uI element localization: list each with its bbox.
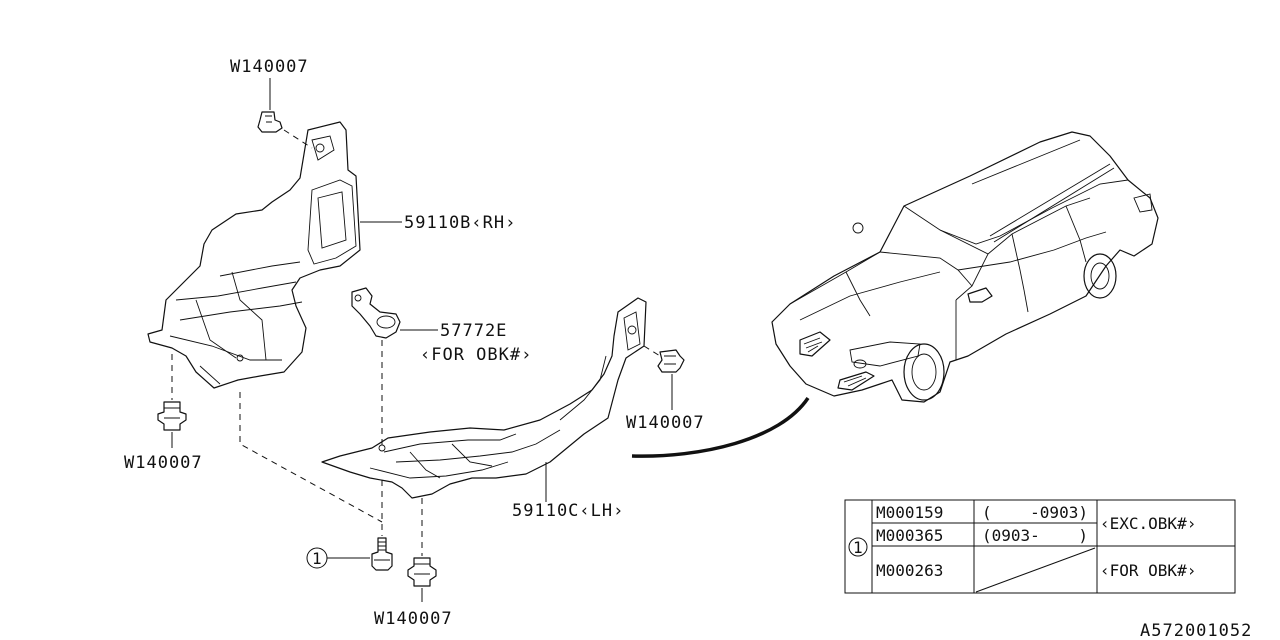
label-for-obk: ‹FOR OBK#› (420, 345, 532, 365)
push-clip-icon (157, 401, 187, 431)
table-ref-marker (848, 537, 868, 557)
label-57772e: 57772E (440, 321, 507, 341)
label-w140007-rh-bottom: W140007 (124, 453, 203, 473)
under-cover-rh (147, 121, 361, 389)
table-date-2: (0903- ) (982, 526, 1088, 545)
table-note-1: ‹EXC.OBK#› (1100, 514, 1196, 533)
push-clip-icon (407, 557, 437, 587)
reference-table: 1 M000159 ( -0903) M000365 (0903- ) M000… (844, 499, 1236, 594)
table-part-2: M000365 (876, 526, 943, 545)
label-w140007-lh-bottom: W140007 (374, 609, 453, 629)
grommet-icon (351, 287, 401, 339)
dashed-guide (283, 129, 313, 149)
vehicle-locator-icon (771, 131, 1159, 403)
label-59110c-lh: 59110C‹LH› (512, 501, 624, 521)
diagram-id: A572001052 (1140, 621, 1252, 640)
ref-marker-number: 1 (312, 549, 322, 568)
push-clip-icon (657, 349, 685, 373)
table-part-1: M000159 (876, 503, 943, 522)
bolt-icon (371, 537, 393, 571)
table-ref-number: 1 (853, 538, 863, 557)
push-clip-icon (257, 111, 283, 133)
table-date-1: ( -0903) (982, 503, 1088, 522)
label-w140007-top: W140007 (230, 57, 309, 77)
dashed-guide (239, 392, 383, 523)
table-part-3: M000263 (876, 561, 943, 580)
locator-pointer-line (631, 397, 810, 458)
dashed-guide (643, 345, 661, 357)
label-w140007-lh-side: W140007 (626, 413, 705, 433)
label-59110b-rh: 59110B‹RH› (404, 213, 516, 233)
table-note-2: ‹FOR OBK#› (1100, 561, 1196, 580)
